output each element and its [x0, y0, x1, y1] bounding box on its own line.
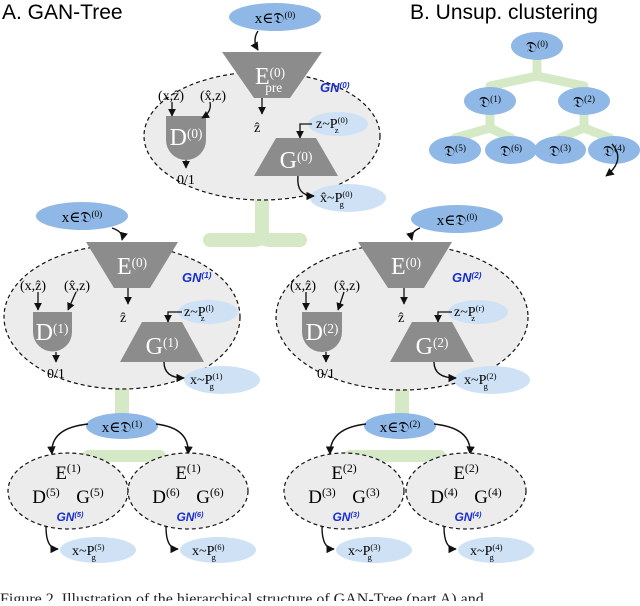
leaf-gn-label: GN(6): [176, 510, 204, 525]
gn1-generator-label: G(1): [146, 334, 179, 360]
cluster-node-label: 𝔇(5): [444, 143, 466, 160]
cluster-node-label: 𝔇(1): [479, 94, 501, 111]
leaf-generator-label: G(5): [76, 485, 104, 508]
leaf-node: E(2)D(3) G(3) GN(3) x~P(3)g: [283, 452, 412, 563]
cluster-node-label: 𝔇(6): [500, 143, 522, 160]
leaf-sample-label: x~P(5)g: [72, 542, 105, 562]
root-input-node: [229, 3, 321, 31]
leaf-encoder-label: E(1): [175, 461, 200, 484]
root-gn-label: GN(0): [320, 80, 350, 95]
cluster-node: 𝔇(2): [558, 87, 610, 115]
gn1-input-label: x∈𝔇(0): [62, 209, 103, 226]
cluster-node-label: 𝔇(0): [526, 39, 548, 56]
gan-node-gn1: x∈𝔇(0) E(0) D(1) G(1) (x,ẑ) (x̂,z) ẑ z~P…: [3, 202, 260, 394]
gn2-input-label: x∈𝔇(0): [437, 212, 478, 229]
gn2-encoder-label: E(0): [391, 254, 421, 280]
leaf-encoder-label: E(2): [331, 461, 356, 484]
split-right: x∈𝔇(2): [325, 413, 475, 455]
root-discriminator-block: [166, 116, 206, 160]
root-zhat: ẑ: [254, 121, 260, 136]
panel-a-title: A. GAN-Tree: [2, 1, 123, 24]
gn1-encoder-label: E(0): [117, 254, 147, 280]
figure-caption: Figure 2. Illustration of the hierarchic…: [0, 591, 484, 601]
gn2-sample-label: x~P(2)g: [464, 371, 497, 391]
gn2-output-label: 0/1: [317, 367, 335, 382]
leaf-discriminator-label: D(6): [152, 485, 180, 508]
leaf-generator-label: G(4): [474, 485, 502, 508]
root-pair-right: (x̂,z): [200, 89, 226, 104]
leaf-encoder-label: E(2): [453, 461, 478, 484]
gn1-discriminator-label: D(1): [36, 320, 69, 346]
root-prior-label: z~P(0)z: [316, 115, 348, 135]
leaf-discriminator-label: D(3): [308, 485, 336, 508]
gan-node-root: x∈𝔇(0) E(0)pre D(0) G(0) (x,ẑ) (x̂,z) ẑ …: [143, 3, 386, 212]
split-left-label: x∈𝔇(1): [102, 419, 143, 436]
leaf-sample-label: x~P(6)g: [192, 542, 225, 562]
leaf-nodes: E(1)D(5)G(5)GN(5)x~P(5)gE(1)D(6)G(6)GN(6…: [7, 452, 534, 563]
gn1-prior-label: z~P(l)z: [184, 303, 214, 323]
root-output-label: 0/1: [177, 173, 195, 188]
gn1-output-label: 0/1: [47, 367, 65, 382]
leaf-gn-label: GN(5): [56, 510, 84, 525]
cluster-node: 𝔇(3): [534, 136, 586, 164]
leaf-sample-label: x~P(3)g: [348, 542, 381, 562]
root-pair-left: (x,ẑ): [158, 89, 184, 104]
leaf-generator-label: G(3): [352, 485, 380, 508]
leaf-node: E(2)D(4) G(4) GN(4) x~P(4)g: [405, 452, 534, 563]
cluster-node: 𝔇(4): [588, 136, 640, 164]
gn1-pair-right: (x̂,z): [64, 279, 90, 294]
root-encoder-label: E(0)pre: [255, 64, 285, 95]
leaf-gn-label: GN(3): [332, 510, 360, 525]
root-generator-block: [254, 138, 338, 176]
gn2-prior-label: z~P(r)z: [454, 303, 484, 323]
gn1-gn-label: GN(1): [182, 270, 212, 285]
split-right-label: x∈𝔇(2): [380, 419, 421, 436]
gn2-zhat: ẑ: [398, 311, 404, 326]
leaf-generator-label: G(6): [196, 485, 224, 508]
root-sample-label: x̂~P(0)g: [320, 189, 353, 209]
gn2-pair-left: (x,ẑ): [290, 279, 316, 294]
gn2-generator-label: G(2): [416, 334, 449, 360]
leaf-node: E(1)D(6) G(6) GN(6) x~P(6)g: [127, 452, 256, 563]
gn2-discriminator-label: D(2): [306, 320, 339, 346]
gn2-gn-label: GN(2): [452, 270, 482, 285]
leaf-encoder-label: E(1): [55, 461, 80, 484]
root-discriminator-label: D(0): [170, 125, 203, 151]
cluster-node-label: 𝔇(4): [603, 143, 625, 160]
cluster-node: 𝔇(0): [511, 32, 563, 60]
leaf-node: E(1)D(5) G(5) GN(5) x~P(5)g: [7, 452, 136, 563]
gn1-sample-label: x~P(1)g: [190, 371, 223, 391]
gn2-pair-right: (x̂,z): [334, 279, 360, 294]
cluster-node-label: 𝔇(2): [573, 94, 595, 111]
split-left: x∈𝔇(1): [47, 413, 193, 455]
root-encoder-block: [222, 52, 322, 98]
cluster-node: 𝔇(6): [485, 136, 537, 164]
gn1-zhat: ẑ: [120, 311, 126, 326]
cluster-node-label: 𝔇(3): [549, 143, 571, 160]
cluster-node: 𝔇(1): [464, 87, 516, 115]
panel-b-title: B. Unsup. clustering: [410, 1, 598, 24]
gn1-pair-left: (x,ẑ): [20, 279, 46, 294]
leaf-discriminator-label: D(5): [32, 485, 60, 508]
gan-node-gn2: x∈𝔇(0) E(0) D(2) G(2) (x,ẑ) (x̂,z) ẑ z~P…: [275, 205, 530, 394]
root-input-label: x∈𝔇(0): [255, 10, 296, 27]
cluster-node: 𝔇(5): [429, 136, 481, 164]
leaf-sample-label: x~P(4)g: [470, 542, 503, 562]
leaf-discriminator-label: D(4): [430, 485, 458, 508]
leaf-gn-label: GN(4): [454, 510, 482, 525]
panel-b-tree: 𝔇(0) 𝔇(1) 𝔇(2) 𝔇(5) 𝔇(6) 𝔇(3) 𝔇(4): [429, 32, 640, 177]
root-generator-label: G(0): [280, 148, 313, 174]
